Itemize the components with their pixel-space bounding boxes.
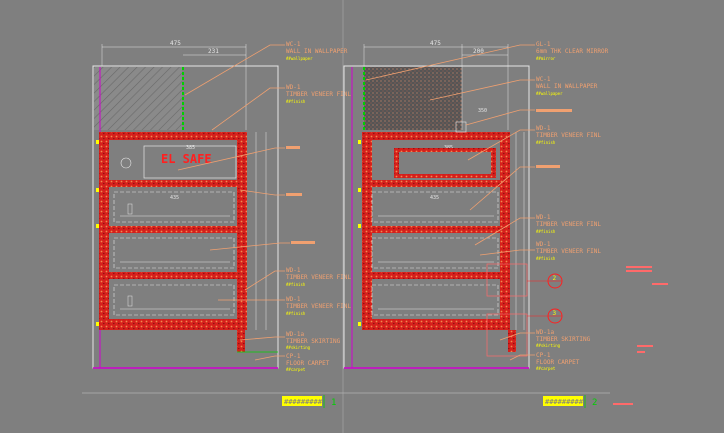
view1-callout-6-tag: WD-1a xyxy=(286,331,304,338)
view2-callout-5-tag: WD-1 xyxy=(536,214,551,221)
view1-callout-7-desc: FLOOR CARPET xyxy=(286,360,330,367)
view2-title-block xyxy=(543,396,583,406)
view2-callout-3-note: ##finish xyxy=(536,140,556,145)
view2-callout-3-desc: TIMBER VENEER FINL xyxy=(536,132,601,139)
view2-callout-7-note: ##skirting xyxy=(536,343,561,348)
view1-callout-4-note: ##finish xyxy=(286,282,306,287)
view2-top-dim-b: 200 xyxy=(473,48,484,55)
view2-callout-1-desc: WALL IN WALLPAPER xyxy=(536,83,598,90)
view2-callout-6-tag: WD-1 xyxy=(536,241,551,248)
stray-annotation-marks xyxy=(613,266,668,405)
view1-callout-0-note: ##wallpaper xyxy=(286,56,313,61)
view2-marker-label-3: 3 xyxy=(553,310,557,317)
view1-cabinet-top xyxy=(99,132,247,140)
view2-callout-6-desc: TIMBER VENEER FINL xyxy=(536,248,601,255)
view1-shelf-1 xyxy=(99,180,247,187)
view1-callout-1-note: ##finish xyxy=(286,99,306,104)
view2-callout-7-tag: WD-1a xyxy=(536,329,554,336)
view1-callout-7-tag: CP-1 xyxy=(286,353,301,360)
view1-shelf-3 xyxy=(99,272,247,279)
view2-callout-7-desc: TIMBER SKIRTING xyxy=(536,336,591,343)
view1-callout-5-desc: TIMBER VENEER FINL xyxy=(286,303,351,310)
view1-plinth xyxy=(99,319,247,330)
view1-safe-box xyxy=(143,145,237,179)
view2-callout-6-note: ##finish xyxy=(536,256,556,261)
view2-leader-lines xyxy=(365,44,535,361)
view2-inner-dim-b: 435 xyxy=(430,195,439,201)
view2-number: 2 xyxy=(592,398,597,408)
view2-top-dim-c: 350 xyxy=(478,108,487,114)
view1-callout-6-desc: TIMBER SKIRTING xyxy=(286,338,341,345)
view1-top-dim-a: 475 xyxy=(170,40,181,47)
view1-skirting xyxy=(237,330,245,352)
view1-callout-0-desc: WALL IN WALLPAPER xyxy=(286,48,348,55)
view2-title: ########## xyxy=(545,398,588,406)
view2-callout-0-desc: 6mm THK CLEAR MIRROR xyxy=(536,48,609,55)
view2-callout-8-note: ##carpet xyxy=(536,366,556,371)
view1-callout-1-desc: TIMBER VENEER FINL xyxy=(286,91,351,98)
view2-top-dim-a: 475 xyxy=(430,40,441,47)
view2-callout-0-tag: GL-1 xyxy=(536,41,551,48)
view2-callout-5-desc: TIMBER VENEER FINL xyxy=(536,221,601,228)
view1-safe-label: EL SAFE xyxy=(161,152,212,166)
view1-callout-5-tag: WD-1 xyxy=(286,296,301,303)
view2-callout-1-tag: WC-1 xyxy=(536,76,551,83)
view1-callout-4-tag: WD-1 xyxy=(286,267,301,274)
view1-inner-dim-a: 385 xyxy=(186,145,195,151)
view1-callout-0-tag: WC-1 xyxy=(286,41,301,48)
view2-mirror-hatch xyxy=(364,67,462,130)
view1-callout-7-note: ##carpet xyxy=(286,367,306,372)
view1-callout-1-tag: WD-1 xyxy=(286,84,301,91)
view1-shelf-2 xyxy=(99,226,247,233)
view2-callout-3-tag: WD-1 xyxy=(536,125,551,132)
view1-top-dim-b: 231 xyxy=(208,48,219,55)
view1-leader-lines xyxy=(177,44,290,361)
view1-inner-dim-b: 435 xyxy=(170,195,179,201)
view1-title-block xyxy=(282,396,322,406)
view2-callout-0-note: ##mirror xyxy=(536,56,556,61)
view2-callout-5-note: ##finish xyxy=(536,229,556,234)
view1-callout-4-desc: TIMBER VENEER FINL xyxy=(286,274,351,281)
view1-callout-6-note: ##skirting xyxy=(286,345,311,350)
view1-title: ########## xyxy=(284,398,327,406)
view2-marker-label-2: 2 xyxy=(553,275,557,282)
view2-callout-1-note: ##wallpaper xyxy=(536,91,563,96)
view2-callout-8-desc: FLOOR CARPET xyxy=(536,359,580,366)
view1-wallpaper-hatch xyxy=(94,67,182,130)
elevation-view-2: 475 200 350 385 435 xyxy=(343,40,609,408)
elevation-view-1: 475 231 EL SAFE 385 435 xyxy=(92,40,351,408)
view1-callout-5-note: ##finish xyxy=(286,311,306,316)
view2-callout-8-tag: CP-1 xyxy=(536,352,551,359)
view1-number: 1 xyxy=(331,398,336,408)
